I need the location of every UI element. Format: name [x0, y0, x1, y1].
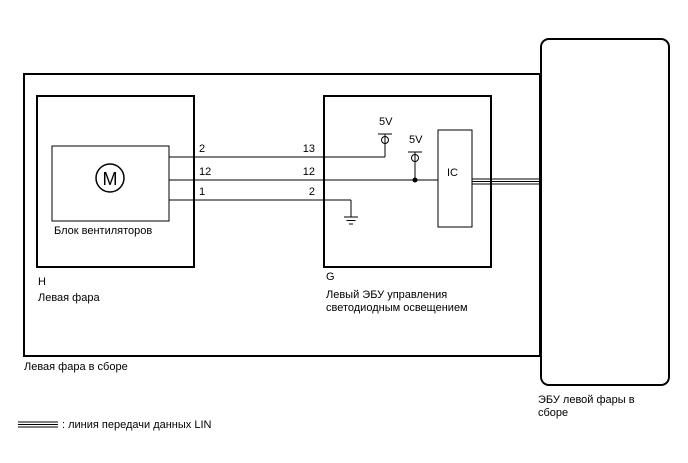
pin-g-1: 13 [303, 143, 315, 155]
power-5v-symbol-b [408, 151, 422, 183]
connector-h-block [36, 95, 195, 268]
pin-h-1: 2 [199, 143, 205, 155]
lin-line-icon [18, 421, 58, 428]
connector-g-block [323, 95, 492, 268]
ic-label: IC [447, 167, 458, 179]
pin-g-3: 2 [309, 186, 315, 198]
connector-g-code: G [326, 271, 335, 283]
headlight-ecu-label-1: ЭБУ левой фары в [538, 394, 635, 406]
lin-bus-line [472, 178, 541, 185]
headlight-ecu-block [540, 38, 670, 386]
fan-block [51, 145, 170, 222]
connector-h-name: Левая фара [38, 292, 100, 304]
motor-icon: M [95, 163, 125, 193]
ground-icon [344, 200, 358, 225]
connector-g-name-2: светодиодным освещением [326, 302, 468, 314]
pin-h-3: 1 [199, 186, 205, 198]
connector-h-code: H [38, 276, 46, 288]
junction-dot [412, 177, 418, 183]
pin-g-2: 12 [303, 166, 315, 178]
assembly-label: Левая фара в сборе [24, 361, 128, 373]
headlight-ecu-label-2: сборе [538, 407, 569, 419]
motor-symbol: M [103, 169, 118, 189]
power-5v-symbol-a [378, 133, 392, 157]
pin-h-2: 12 [199, 166, 211, 178]
legend-text: : линия передачи данных LIN [62, 419, 212, 431]
power-5v-label-a: 5V [379, 116, 393, 128]
connector-g-name-1: Левый ЭБУ управления [326, 289, 448, 301]
fan-block-label: Блок вентиляторов [54, 225, 153, 237]
power-5v-label-b: 5V [409, 134, 423, 146]
